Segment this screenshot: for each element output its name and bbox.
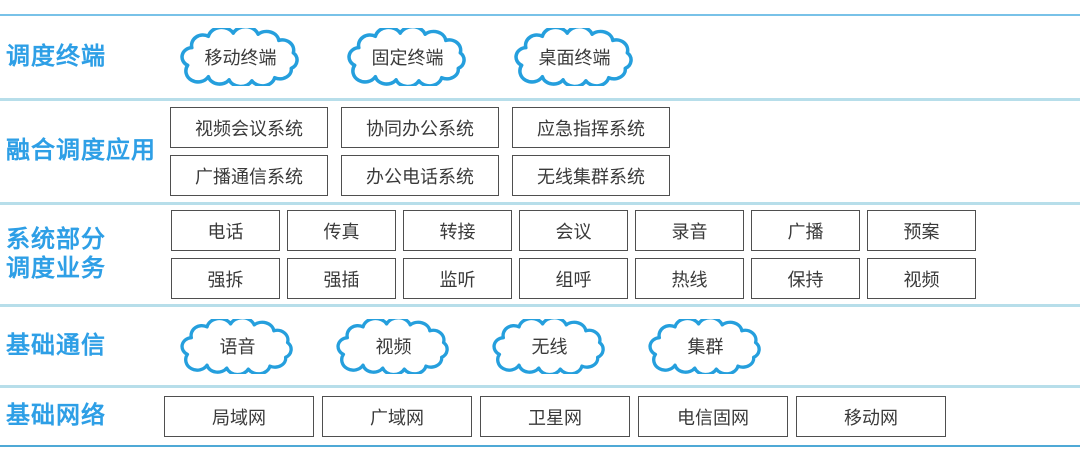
layer-label-terminals: 调度终端	[6, 42, 106, 70]
box-hotline: 热线	[635, 258, 744, 299]
cloud-label: 无线	[531, 337, 568, 357]
cloud-label: 集群	[687, 337, 724, 357]
box-transfer: 转接	[403, 210, 512, 251]
box-wan: 广域网	[322, 396, 472, 437]
layer-label-communications: 基础通信	[6, 331, 106, 359]
applications-box-group: 视频会议系统 协同办公系统 应急指挥系统 广播通信系统 办公电话系统 无线集群系…	[170, 107, 670, 196]
box-fax: 传真	[287, 210, 396, 251]
layer-label-services-line1: 系统部分	[6, 226, 106, 254]
box-video-conference-system: 视频会议系统	[170, 107, 328, 148]
services-row-1: 电话 传真 转接 会议 录音 广播 预案	[171, 210, 976, 251]
layer-label-services: 系统部分 调度业务	[0, 226, 164, 283]
cloud-label: 语音	[219, 337, 256, 357]
cloud-wireless: 无线	[483, 319, 616, 374]
box-office-telephone-system: 办公电话系统	[341, 155, 499, 196]
layer-dispatch-services: 系统部分 调度业务 电话 传真 转接 会议 录音 广播 预案 强拆 强插 监听 …	[0, 202, 1080, 304]
box-plan: 预案	[867, 210, 976, 251]
services-row-2: 强拆 强插 监听 组呼 热线 保持 视频	[171, 258, 976, 299]
box-broadcast: 广播	[751, 210, 860, 251]
box-conference: 会议	[519, 210, 628, 251]
box-telephone: 电话	[171, 210, 280, 251]
box-wireless-trunking-system: 无线集群系统	[512, 155, 670, 196]
layer-label-applications: 融合调度应用	[6, 137, 156, 165]
cloud-trunking: 集群	[639, 319, 772, 374]
box-group-call: 组呼	[519, 258, 628, 299]
box-recording: 录音	[635, 210, 744, 251]
applications-row-1: 视频会议系统 协同办公系统 应急指挥系统	[170, 107, 670, 148]
communications-cloud-group: 语音 视频 无线 集群	[171, 319, 772, 374]
box-video: 视频	[867, 258, 976, 299]
applications-row-2: 广播通信系统 办公电话系统 无线集群系统	[170, 155, 670, 196]
box-mobile-network: 移动网	[796, 396, 946, 437]
box-hold: 保持	[751, 258, 860, 299]
cloud-video: 视频	[327, 319, 460, 374]
cloud-label: 桌面终端	[538, 48, 611, 68]
layer-basic-networks: 基础网络 局域网 广域网 卫星网 电信固网 移动网	[0, 385, 1080, 447]
box-telecom-fixed-network: 电信固网	[638, 396, 788, 437]
cloud-mobile-terminal: 移动终端	[172, 28, 309, 86]
layer-label-networks: 基础网络	[6, 402, 106, 430]
services-box-group: 电话 传真 转接 会议 录音 广播 预案 强拆 强插 监听 组呼 热线 保持 视…	[171, 210, 976, 299]
layer-label-services-line2: 调度业务	[6, 254, 106, 282]
box-force-release: 强拆	[171, 258, 280, 299]
box-monitor: 监听	[403, 258, 512, 299]
box-broadcast-communication-system: 广播通信系统	[170, 155, 328, 196]
terminals-cloud-group: 移动终端 固定终端 桌面终端	[172, 28, 643, 86]
cloud-label: 视频	[375, 337, 412, 357]
cloud-fixed-terminal: 固定终端	[339, 28, 476, 86]
networks-box-group: 局域网 广域网 卫星网 电信固网 移动网	[164, 396, 946, 437]
layer-dispatch-applications: 融合调度应用 视频会议系统 协同办公系统 应急指挥系统 广播通信系统 办公电话系…	[0, 98, 1080, 202]
box-emergency-command-system: 应急指挥系统	[512, 107, 670, 148]
box-collaborative-office-system: 协同办公系统	[341, 107, 499, 148]
layer-dispatch-terminals: 调度终端 移动终端 固定终端 桌面终端	[0, 14, 1080, 98]
box-lan: 局域网	[164, 396, 314, 437]
cloud-label: 移动终端	[204, 48, 277, 68]
cloud-desktop-terminal: 桌面终端	[506, 28, 643, 86]
layer-basic-communications: 基础通信 语音 视频 无线 集群	[0, 304, 1080, 385]
cloud-label: 固定终端	[371, 48, 444, 68]
box-force-insert: 强插	[287, 258, 396, 299]
cloud-voice: 语音	[171, 319, 304, 374]
box-satellite-network: 卫星网	[480, 396, 630, 437]
